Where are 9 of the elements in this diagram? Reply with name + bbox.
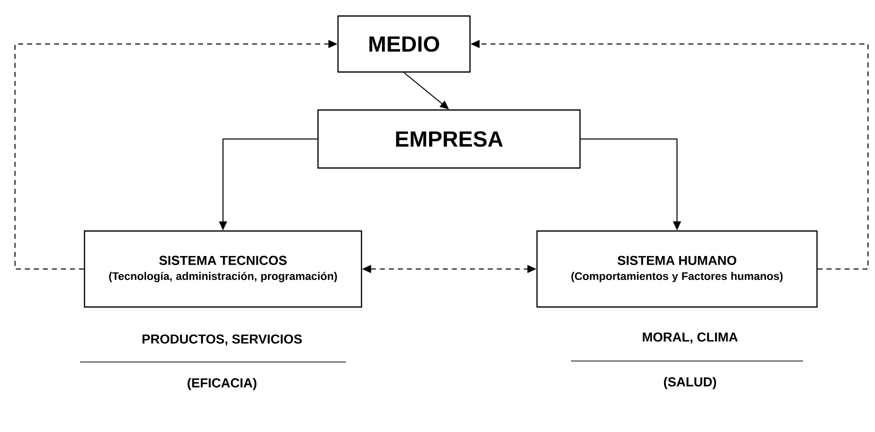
- label: (SALUD): [664, 376, 716, 390]
- process-box: EMPRESA: [317, 109, 581, 169]
- process-box: MEDIO: [337, 15, 471, 73]
- process-box: SISTEMA TECNICOS (Tecnología, administración, programación): [84, 230, 362, 308]
- label: MORAL, CLIMA: [642, 332, 738, 344]
- label: (EFICACIA): [188, 378, 256, 390]
- label: PRODUCTOS, SERVICIOS: [142, 334, 302, 346]
- process-box: SISTEMA HUMANO (Comportamientos y Factores humanos): [536, 230, 818, 308]
- arrow: [404, 72, 449, 110]
